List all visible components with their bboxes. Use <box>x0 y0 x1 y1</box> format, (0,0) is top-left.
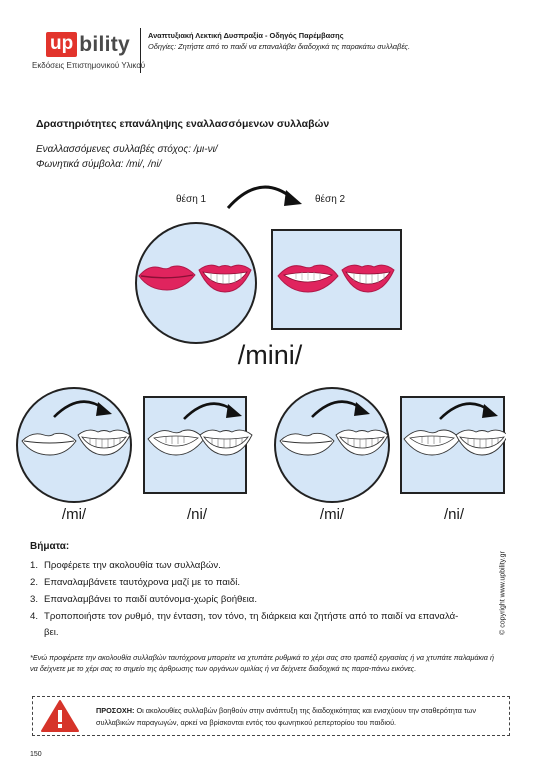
sequence-label-2: /ni/ <box>186 506 207 523</box>
position-2-label: θέση 2 <box>315 194 346 205</box>
position-1-label: θέση 1 <box>176 194 207 205</box>
upbility-logo: up bility <box>46 32 130 57</box>
instruction-label: Οδηγίες: <box>148 42 176 51</box>
logo-up: up <box>46 32 78 57</box>
section-title: Δραστηριότητες επανάληψης εναλλασσόμενων… <box>36 118 330 130</box>
target-syllables: Εναλλασσόμενες συλλαβές στόχος: /μι-νι/ <box>36 144 218 155</box>
step-item: 2.Επαναλαμβάνετε ταυτόχρονα μαζί με το π… <box>30 577 241 588</box>
warning-body: Οι ακολουθίες συλλαβών βοηθούν στην ανάπ… <box>96 706 476 727</box>
sequence-lips-drawings <box>21 400 506 456</box>
logo-subtitle: Εκδόσεις Επιστημονικού Υλικού <box>32 61 146 70</box>
sequence-label-3: /mi/ <box>319 506 345 523</box>
step-item: 1.Προφέρετε την ακολουθία των συλλαβών. <box>30 560 221 571</box>
logo-rest: bility <box>79 32 131 56</box>
warning-label: ΠΡΟΣΟΧΗ: <box>96 706 135 715</box>
header-title: Αναπτυξιακή Λεκτική Δυσπραξία - Οδηγός Π… <box>148 31 344 40</box>
sequence-label-1: /mi/ <box>61 506 87 523</box>
open-lips-icon-pair <box>277 264 395 293</box>
sequence-label-4: /ni/ <box>443 506 464 523</box>
lips-icon-pair-1 <box>138 264 252 293</box>
warning-text: ΠΡΟΣΟΧΗ: Οι ακολουθίες συλλαβών βοηθούν … <box>96 705 504 729</box>
copyright-vertical: © copyright www.upbility.gr <box>499 551 507 635</box>
phonetic-symbols: Φωνητικά σύμβολα: /mi/, /ni/ <box>36 159 162 170</box>
step-item: 4.Τροποποιήστε τον ρυθμό, την ένταση, το… <box>30 611 459 622</box>
note-text: *Ενώ προφέρετε την ακολουθία συλλαβών τα… <box>30 653 495 673</box>
steps-title: Βήματα: <box>30 541 70 552</box>
warning-box <box>32 696 510 736</box>
target-word: /mini/ <box>237 340 303 370</box>
header-divider <box>140 28 141 73</box>
step-item: 3.Επαναλαμβάνει το παιδί αυτόνομα-χωρίς … <box>30 594 257 605</box>
page-number: 150 <box>30 751 42 758</box>
sequence-arrow-icon <box>226 185 302 209</box>
instruction-text: Ζητήστε από το παιδί να επαναλάβει διαδο… <box>178 42 411 51</box>
step-item: βει. <box>44 627 59 638</box>
header-instructions: Οδηγίες: Ζητήστε από το παιδί να επαναλά… <box>148 42 410 51</box>
warning-icon <box>41 700 79 732</box>
